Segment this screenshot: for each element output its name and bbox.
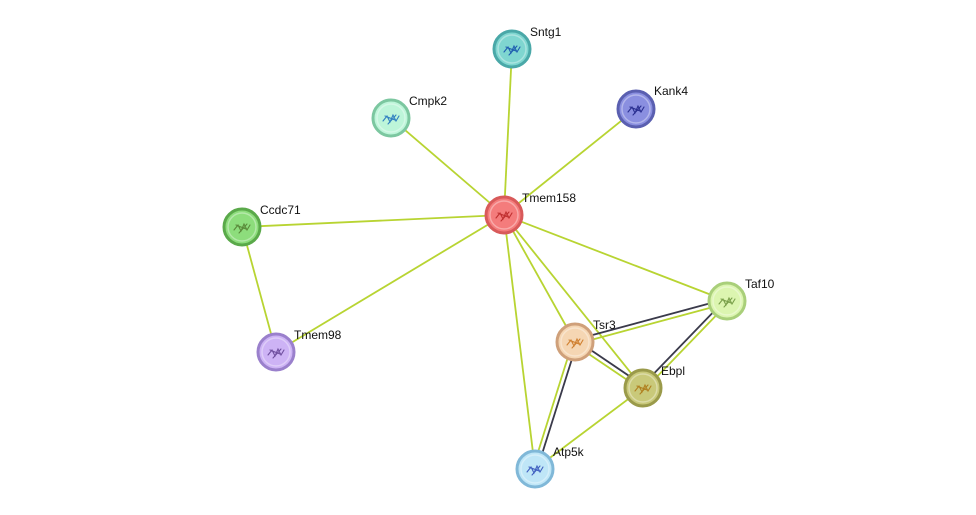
edge-tmem158-tmem98	[275, 214, 505, 353]
edge-ccdc71-tmem98	[241, 226, 277, 353]
edge-tmem158-cmpk2	[390, 117, 505, 216]
edge-line	[640, 298, 727, 388]
protein-structure-icon	[503, 44, 521, 56]
node-tmem98[interactable]: Tmem98	[256, 328, 342, 372]
edge-line	[532, 341, 574, 469]
edge-line	[574, 298, 727, 341]
node-highlight	[560, 327, 590, 357]
node-label: Ccdc71	[260, 203, 301, 217]
edge-tmem158-ccdc71	[241, 214, 505, 228]
edge-tmem158-sntg1	[503, 48, 513, 216]
edge-line	[643, 301, 730, 391]
edge-ebpl-atp5k	[534, 387, 644, 470]
node-label: Ebpl	[661, 364, 685, 378]
node-atp5k[interactable]: Atp5k	[515, 445, 585, 489]
node-ccdc71[interactable]: Ccdc71	[222, 203, 301, 247]
edge-tmem158-atp5k	[503, 214, 536, 470]
edge-line	[575, 302, 728, 345]
node-label: Sntg1	[530, 25, 562, 39]
edge-ebpl-taf10	[640, 298, 730, 391]
node-label: Kank4	[654, 84, 688, 98]
node-taf10[interactable]: Taf10	[707, 277, 775, 321]
node-highlight	[261, 337, 291, 367]
node-highlight	[497, 34, 527, 64]
edge-tsr3-taf10	[574, 298, 728, 345]
node-highlight	[712, 286, 742, 316]
edge-tmem158-tsr3	[503, 214, 576, 343]
node-sntg1[interactable]: Sntg1	[492, 25, 562, 69]
edge-tmem158-ebpl	[503, 214, 644, 389]
protein-structure-icon	[495, 210, 513, 222]
node-label: Atp5k	[553, 445, 585, 459]
node-label: Tmem158	[522, 191, 576, 205]
node-highlight	[489, 200, 519, 230]
node-cmpk2[interactable]: Cmpk2	[371, 94, 447, 138]
node-label: Cmpk2	[409, 94, 447, 108]
protein-structure-icon	[382, 113, 400, 125]
edge-tsr3-atp5k	[532, 341, 578, 470]
protein-structure-icon	[627, 104, 645, 116]
edge-tmem158-taf10	[503, 214, 728, 302]
node-highlight	[376, 103, 406, 133]
protein-structure-icon	[634, 383, 652, 395]
edge-layer	[241, 48, 730, 470]
node-label: Tsr3	[593, 318, 616, 332]
node-tsr3[interactable]: Tsr3	[555, 318, 616, 362]
edge-line	[536, 342, 578, 470]
protein-structure-icon	[526, 464, 544, 476]
edge-tmem158-kank4	[503, 108, 637, 216]
node-tmem158[interactable]: Tmem158	[484, 191, 576, 235]
node-label: Taf10	[745, 277, 775, 291]
protein-structure-icon	[718, 296, 736, 308]
node-highlight	[227, 212, 257, 242]
protein-structure-icon	[233, 222, 251, 234]
node-highlight	[628, 373, 658, 403]
node-ebpl[interactable]: Ebpl	[623, 364, 685, 408]
protein-structure-icon	[267, 347, 285, 359]
node-kank4[interactable]: Kank4	[616, 84, 688, 129]
node-label: Tmem98	[294, 328, 342, 342]
node-highlight	[621, 94, 651, 124]
node-highlight	[520, 454, 550, 484]
protein-structure-icon	[566, 337, 584, 349]
